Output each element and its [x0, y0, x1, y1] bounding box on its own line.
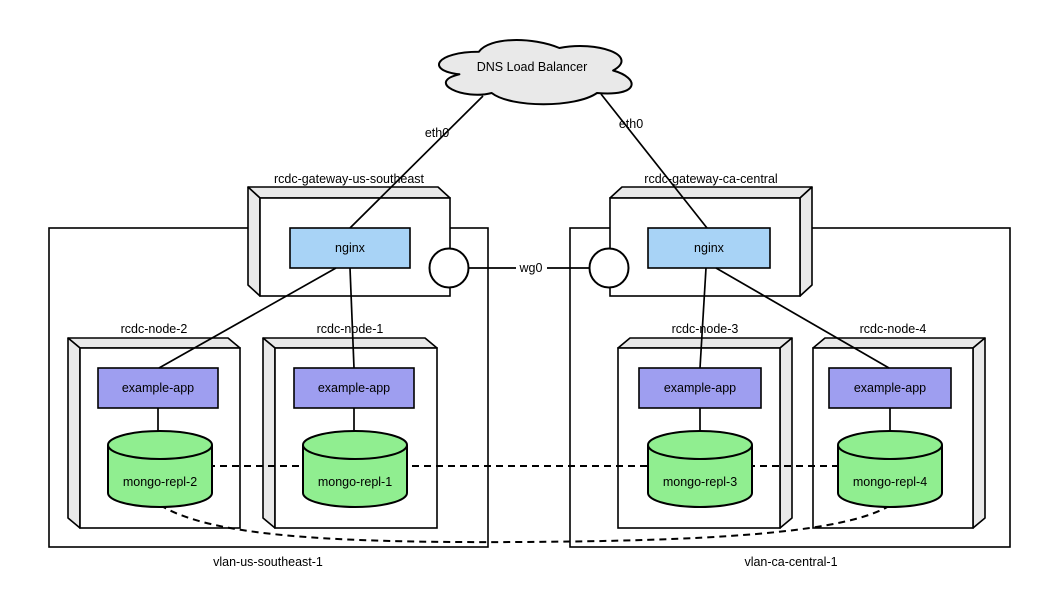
db-label-mongo-repl-4: mongo-repl-4 [853, 475, 927, 489]
edge-cloud-gateway-left [349, 95, 484, 229]
dns-load-balancer-label: DNS Load Balancer [477, 60, 587, 74]
edge-nginx-app-node-3 [699, 267, 707, 369]
node-3-label: rcdc-node-3 [672, 322, 739, 336]
edge-nginx-app-node-4 [715, 267, 890, 369]
db-cylinder-lid [837, 430, 943, 460]
db-cylinder-mongo-repl-1 [302, 430, 408, 508]
node-3-side-face [779, 337, 793, 529]
node-1-side-face [262, 337, 276, 529]
node-2-top-face [67, 337, 241, 349]
node-1-top-face [262, 337, 438, 349]
node-1-label: rcdc-node-1 [317, 322, 384, 336]
db-cylinder-lid [107, 430, 213, 460]
db-cylinder-mongo-repl-2 [107, 430, 213, 508]
app-box-node-2 [97, 367, 219, 409]
wg0-interface-circle-right [588, 247, 630, 289]
app-label-node-1: example-app [318, 381, 390, 395]
db-label-mongo-repl-2: mongo-repl-2 [123, 475, 197, 489]
db-cylinder-body [107, 445, 213, 508]
node-2-side-face [67, 337, 81, 529]
node-4-side-face [972, 337, 986, 529]
edge-nginx-app-node-1 [349, 267, 355, 369]
gateway-ca-central-label: rcdc-gateway-ca-central [644, 172, 777, 186]
app-label-node-2: example-app [122, 381, 194, 395]
gateway-ca-central-top-face [609, 186, 813, 199]
app-box-node-4 [828, 367, 952, 409]
vlan-us-southeast-label: vlan-us-southeast-1 [213, 555, 323, 569]
nginx-label-right: nginx [694, 241, 725, 255]
db-cylinder-body [837, 445, 943, 508]
db-cylinder-mongo-repl-3 [647, 430, 753, 508]
node-4-label: rcdc-node-4 [860, 322, 927, 336]
db-label-mongo-repl-3: mongo-repl-3 [663, 475, 737, 489]
eth0-label-right: eth0 [619, 117, 643, 131]
db-label-mongo-repl-1: mongo-repl-1 [318, 475, 392, 489]
edge-nginx-app-node-2 [158, 267, 337, 369]
node-2-label: rcdc-node-2 [121, 322, 188, 336]
db-cylinder-mongo-repl-4 [837, 430, 943, 508]
gateway-us-southeast-side-face [247, 186, 261, 297]
db-cylinder-lid [647, 430, 753, 460]
gateway-us-southeast-label: rcdc-gateway-us-southeast [274, 172, 425, 186]
node-3-top-face [617, 337, 793, 349]
wg0-label: wg0 [519, 261, 543, 275]
eth0-label-left: eth0 [425, 126, 449, 140]
edge-cloud-gateway-right [600, 93, 708, 229]
dns-load-balancer-cloud [437, 39, 633, 106]
wg0-interface-circle-left [428, 247, 470, 289]
gateway-us-southeast-top-face [247, 186, 451, 199]
app-box-node-1 [293, 367, 415, 409]
db-cylinder-body [647, 445, 753, 508]
app-label-node-4: example-app [854, 381, 926, 395]
gateway-ca-central-side-face [799, 186, 813, 297]
nginx-box-ca-central [647, 227, 771, 269]
db-cylinder-lid [302, 430, 408, 460]
nginx-label-left: nginx [335, 241, 366, 255]
db-cylinder-body [302, 445, 408, 508]
vlan-ca-central-label: vlan-ca-central-1 [744, 555, 837, 569]
app-label-node-3: example-app [664, 381, 736, 395]
mongo-replication-arc-line [159, 504, 890, 544]
